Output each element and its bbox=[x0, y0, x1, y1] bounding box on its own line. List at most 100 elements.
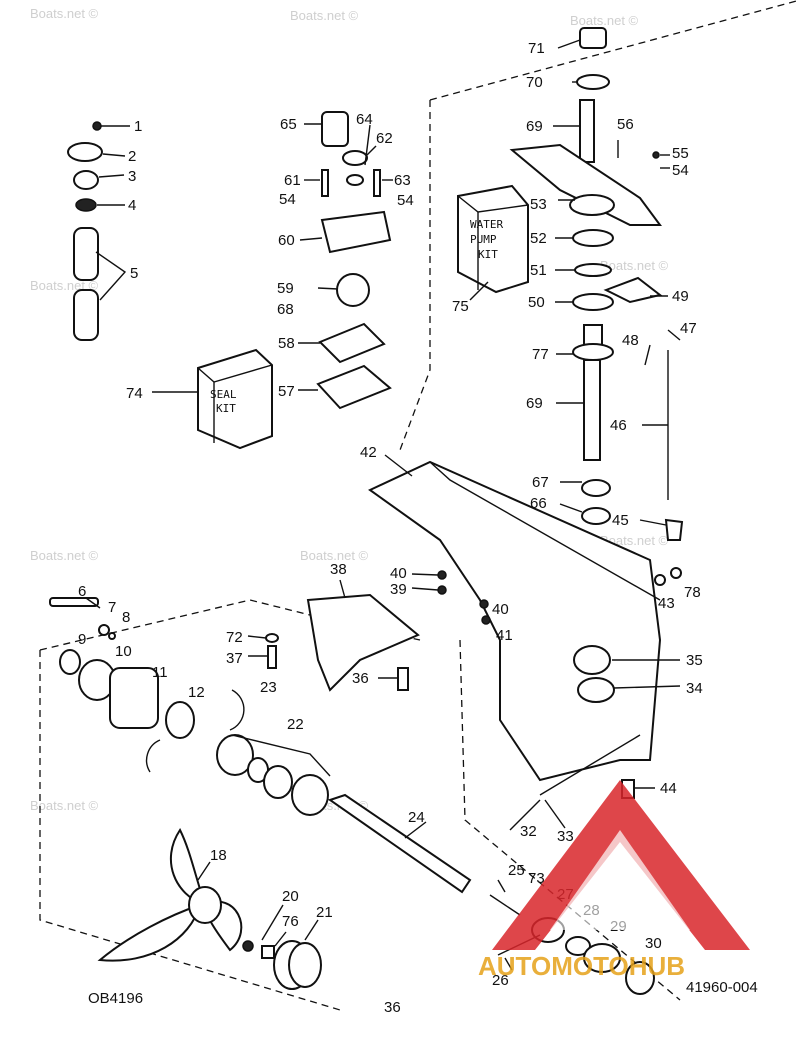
part-label: 7 bbox=[108, 599, 116, 616]
part-label: 60 bbox=[278, 232, 295, 249]
part-label: 11 bbox=[152, 664, 168, 681]
part-label: 47 bbox=[680, 320, 697, 337]
part-label: 9 bbox=[78, 631, 86, 648]
part-label: 3 bbox=[128, 168, 136, 185]
part-label: 36 bbox=[352, 670, 369, 687]
part-label: 25 bbox=[508, 862, 525, 879]
left-parts-group bbox=[67, 121, 130, 341]
part-label: 48 bbox=[622, 332, 639, 349]
part-label: 49 bbox=[672, 288, 689, 305]
part-label: 69 bbox=[526, 395, 543, 412]
part-label: 59 bbox=[277, 280, 294, 297]
seal-kit-line2: KIT bbox=[216, 402, 236, 415]
part-label: 51 bbox=[530, 262, 547, 279]
part-labels: 1 2 3 4 5 6 7 8 9 10 11 12 18 20 21 22 2… bbox=[78, 40, 703, 989]
watermark: Boats.net © bbox=[600, 533, 669, 548]
part-label: 43 bbox=[658, 595, 675, 612]
part-label: 78 bbox=[684, 584, 701, 601]
part-label: 62 bbox=[376, 130, 393, 147]
part-label: 41 bbox=[496, 627, 513, 644]
part-label: 4 bbox=[128, 197, 136, 214]
part-label: 55 bbox=[672, 145, 689, 162]
prop-shaft-group bbox=[49, 597, 521, 916]
watermark: Boats.net © bbox=[30, 6, 99, 21]
part-label: 53 bbox=[530, 196, 547, 213]
part-label: 66 bbox=[530, 495, 547, 512]
part-label: 71 bbox=[528, 40, 545, 57]
part-label: 6 bbox=[78, 583, 86, 600]
part-label: 44 bbox=[660, 780, 677, 797]
part-label: 20 bbox=[282, 888, 299, 905]
part-label: 74 bbox=[126, 385, 143, 402]
part-label: 40 bbox=[492, 601, 509, 618]
part-label: 77 bbox=[532, 346, 549, 363]
part-label: 54 bbox=[397, 192, 414, 209]
propeller bbox=[97, 828, 243, 962]
water-pump-kit-line3: KIT bbox=[478, 248, 498, 261]
gearcase-housing bbox=[368, 454, 684, 831]
part-label: 57 bbox=[278, 383, 295, 400]
part-label: 61 bbox=[284, 172, 301, 189]
part-label: 32 bbox=[520, 823, 537, 840]
watermark: Boats.net © bbox=[30, 548, 99, 563]
part-label: 56 bbox=[617, 116, 634, 133]
part-label: 67 bbox=[532, 474, 549, 491]
group-boundaries bbox=[39, 0, 800, 1011]
seal-kit-box: SEAL KIT bbox=[152, 348, 273, 450]
part-label: 64 bbox=[356, 111, 373, 128]
automotohub-logo: AUTOMOTOHUB bbox=[478, 780, 750, 981]
part-label: 70 bbox=[526, 74, 543, 91]
part-label: 23 bbox=[260, 679, 277, 696]
part-label: 39 bbox=[390, 581, 407, 598]
part-label: 5 bbox=[130, 265, 138, 282]
water-pump-kit-line1: WATER bbox=[470, 218, 503, 231]
part-label: 1 bbox=[134, 118, 142, 135]
page-number: 36 bbox=[384, 999, 401, 1016]
part-label: 40 bbox=[390, 565, 407, 582]
part-label: 24 bbox=[408, 809, 425, 826]
part-label: 34 bbox=[686, 680, 703, 697]
plate-group bbox=[247, 570, 491, 692]
part-label: 35 bbox=[686, 652, 703, 669]
part-label: 72 bbox=[226, 629, 243, 646]
watermark: Boats.net © bbox=[600, 258, 669, 273]
water-pump-kit-line2: PUMP bbox=[470, 233, 497, 246]
diagram-code-left: OB4196 bbox=[88, 990, 143, 1007]
part-label: 26 bbox=[492, 972, 509, 989]
water-pump-group bbox=[298, 111, 393, 410]
part-label: 46 bbox=[610, 417, 627, 434]
part-label: 18 bbox=[210, 847, 227, 864]
part-label: 76 bbox=[282, 913, 299, 930]
seal-kit-line1: SEAL bbox=[210, 388, 237, 401]
watermark: Boats.net © bbox=[30, 798, 99, 813]
logo-text: AUTOMOTOHUB bbox=[478, 951, 685, 981]
watermark: Boats.net © bbox=[570, 13, 639, 28]
part-label: 33 bbox=[557, 828, 574, 845]
part-label: 12 bbox=[188, 684, 205, 701]
part-label: 2 bbox=[128, 148, 136, 165]
prop-nut-group bbox=[242, 904, 322, 990]
part-label: 54 bbox=[672, 162, 689, 179]
watermark: Boats.net © bbox=[300, 548, 369, 563]
diagram-code-right: 41960-004 bbox=[686, 979, 758, 996]
part-label: 38 bbox=[330, 561, 347, 578]
part-label: 63 bbox=[394, 172, 411, 189]
water-pump-kit-box: WATER PUMP KIT bbox=[457, 184, 529, 301]
part-label: 65 bbox=[280, 116, 297, 133]
part-label: 22 bbox=[287, 716, 304, 733]
part-label: 58 bbox=[278, 335, 295, 352]
part-label: 54 bbox=[279, 191, 296, 208]
part-label: 45 bbox=[612, 512, 629, 529]
part-label: 52 bbox=[530, 230, 547, 247]
part-label: 10 bbox=[115, 643, 132, 660]
part-label: 75 bbox=[452, 298, 469, 315]
part-label: 8 bbox=[122, 609, 130, 626]
part-label: 73 bbox=[528, 870, 545, 887]
part-label: 42 bbox=[360, 444, 377, 461]
part-label: 50 bbox=[528, 294, 545, 311]
part-label: 68 bbox=[277, 301, 294, 318]
watermark: Boats.net © bbox=[290, 8, 359, 23]
part-label: 21 bbox=[316, 904, 333, 921]
